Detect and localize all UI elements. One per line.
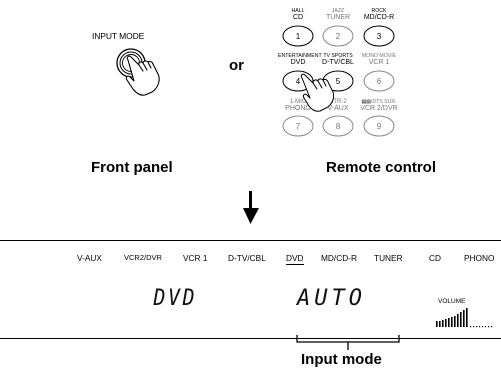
key-9-top-text: /DTS SUR. bbox=[370, 99, 397, 105]
key-3-button[interactable] bbox=[363, 25, 395, 47]
or-label: or bbox=[229, 57, 244, 74]
key-4-number: 4 bbox=[296, 77, 301, 86]
segment-input-mode: AUTO bbox=[297, 286, 366, 311]
pressing-hand-icon bbox=[125, 55, 160, 96]
input-mode-button-label: INPUT MODE bbox=[92, 31, 145, 41]
key-5-number: 5 bbox=[336, 77, 341, 86]
input-indicator-phono: PHONO bbox=[464, 253, 495, 263]
key-6-number: 6 bbox=[377, 77, 382, 86]
front-panel-caption: Front panel bbox=[91, 159, 173, 176]
down-arrow-icon bbox=[243, 191, 259, 224]
key-8-button[interactable] bbox=[322, 115, 354, 137]
volume-meter bbox=[436, 308, 493, 328]
volume-label: VOLUME bbox=[438, 298, 466, 305]
input-indicator-md-cd-r: MD/CD-R bbox=[321, 253, 357, 263]
key-5-main-label: D-TV/CBL bbox=[322, 59, 354, 66]
key-1-top-label: HALL bbox=[291, 8, 305, 14]
key-4-top-label: ENTERTAINMENT bbox=[278, 53, 322, 59]
key-2-top-label: JAZZ bbox=[331, 8, 345, 14]
key-9-main-label: VCR 2/DVR bbox=[360, 105, 398, 112]
input-indicator-dvd-selected: DVD bbox=[286, 253, 304, 265]
remote-control-caption: Remote control bbox=[326, 159, 437, 176]
input-indicator-vcr1: VCR 1 bbox=[183, 253, 208, 263]
key-8-number: 8 bbox=[336, 122, 341, 131]
display-panel: V-AUX VCR2/DVR VCR 1 D-TV/CBL DVD MD/CD-… bbox=[0, 240, 501, 339]
key-6-top-label: MONO MOVIE bbox=[361, 53, 397, 59]
key-7-number: 7 bbox=[296, 122, 301, 131]
key-5-top-label: TV SPORTS bbox=[323, 53, 353, 59]
input-mode-bracket bbox=[296, 335, 400, 350]
input-indicator-cd: CD bbox=[429, 253, 441, 263]
key-2-button[interactable] bbox=[322, 25, 354, 47]
key-6-button[interactable] bbox=[363, 70, 395, 92]
key-1-number: 1 bbox=[296, 32, 301, 41]
key-7-main-label: PHONO bbox=[285, 105, 311, 112]
remote-keypad: HALL CD JAZZ TUNER ROCK MD/CD-R ENTERTAI… bbox=[278, 8, 398, 138]
key-3-number: 3 bbox=[377, 32, 382, 41]
input-indicator-v-aux: V-AUX bbox=[77, 253, 102, 263]
key-9-button[interactable] bbox=[363, 115, 395, 137]
input-indicator-vcr2-dvr: VCR2/DVR bbox=[124, 253, 162, 262]
key-7-top-label: 1-MIC bbox=[289, 99, 307, 105]
dolby-icon: ▤▤ bbox=[361, 99, 371, 105]
pointing-hand-icon bbox=[300, 73, 335, 112]
segment-input-name: DVD bbox=[153, 286, 198, 311]
key-3-main-label: MD/CD-R bbox=[363, 14, 395, 21]
key-8-top-label: STR-2 bbox=[329, 99, 347, 105]
key-8-main-label: V-AUX bbox=[327, 105, 349, 112]
remote-keys-graphic: 1 2 3 4 5 6 7 8 9 bbox=[282, 25, 395, 137]
input-indicator-tuner: TUNER bbox=[374, 253, 403, 263]
key-6-main-label: VCR 1 bbox=[368, 59, 390, 66]
key-9-top-label: ▤▤/DTS SUR. bbox=[360, 99, 398, 105]
key-2-main-label: TUNER bbox=[325, 14, 351, 21]
key-1-button[interactable] bbox=[282, 25, 314, 47]
key-3-top-label: ROCK bbox=[371, 8, 387, 14]
key-7-button[interactable] bbox=[282, 115, 314, 137]
key-2-number: 2 bbox=[336, 32, 341, 41]
key-9-number: 9 bbox=[377, 122, 382, 131]
key-1-main-label: CD bbox=[292, 14, 304, 21]
input-indicator-d-tv-cbl: D-TV/CBL bbox=[228, 253, 266, 263]
input-mode-button-illustration bbox=[116, 48, 160, 96]
key-4-main-label: DVD bbox=[290, 59, 306, 66]
input-mode-caption: Input mode bbox=[301, 351, 382, 368]
